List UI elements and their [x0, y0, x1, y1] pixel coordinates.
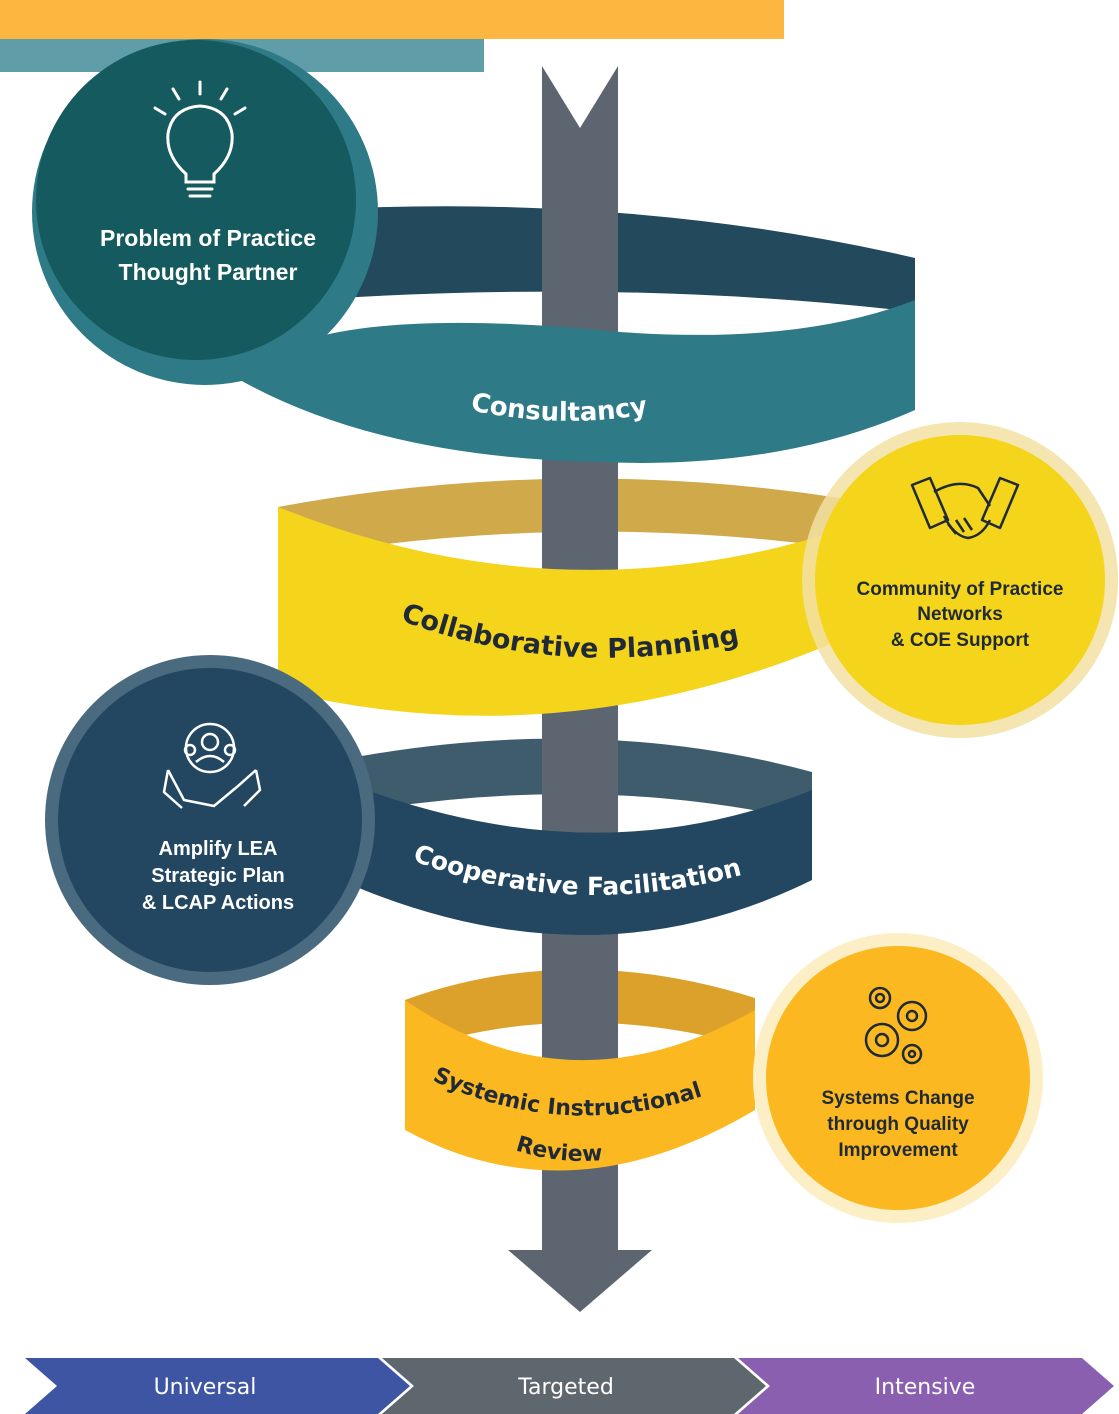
systems-line2: through Quality [827, 1114, 969, 1135]
tier-intensive-label: Intensive [875, 1375, 976, 1400]
systems-line3: Improvement [838, 1140, 958, 1161]
problem-of-practice-circle: Problem of Practice Thought Partner [32, 39, 378, 385]
community-line1: Community of Practice [857, 579, 1064, 600]
lightbulb-icon [153, 80, 247, 198]
amplify-line3: & LCAP Actions [142, 892, 294, 914]
community-line3: & COE Support [891, 630, 1030, 651]
tier-targeted-label: Targeted [517, 1375, 614, 1400]
systems-line1: Systems Change [821, 1088, 974, 1109]
tier-targeted: Targeted [382, 1358, 766, 1414]
collab-band [278, 507, 840, 716]
community-of-practice-circle: Community of Practice Networks & COE Sup… [802, 422, 1118, 738]
consultancy-band [240, 300, 915, 463]
amplify-line1: Amplify LEA [159, 838, 278, 860]
problem-line2: Thought Partner [119, 259, 298, 285]
amplify-line2: Strategic Plan [151, 865, 284, 887]
coop-band [340, 780, 812, 935]
systems-change-circle: Systems Change through Quality Improveme… [753, 933, 1043, 1223]
community-line2: Networks [917, 604, 1003, 625]
handshake-icon [910, 476, 1020, 540]
amplify-lea-circle: Amplify LEA Strategic Plan & LCAP Action… [45, 655, 375, 985]
tier-universal-label: Universal [154, 1375, 257, 1400]
team-handshake-gear-icon [162, 722, 262, 809]
gears-icon [864, 986, 928, 1065]
tier-intensive: Intensive [738, 1358, 1114, 1414]
top-orange-bar [0, 0, 784, 39]
systemic-band [405, 1000, 755, 1171]
tier-universal: Universal [25, 1358, 410, 1414]
problem-line1: Problem of Practice [100, 225, 316, 251]
